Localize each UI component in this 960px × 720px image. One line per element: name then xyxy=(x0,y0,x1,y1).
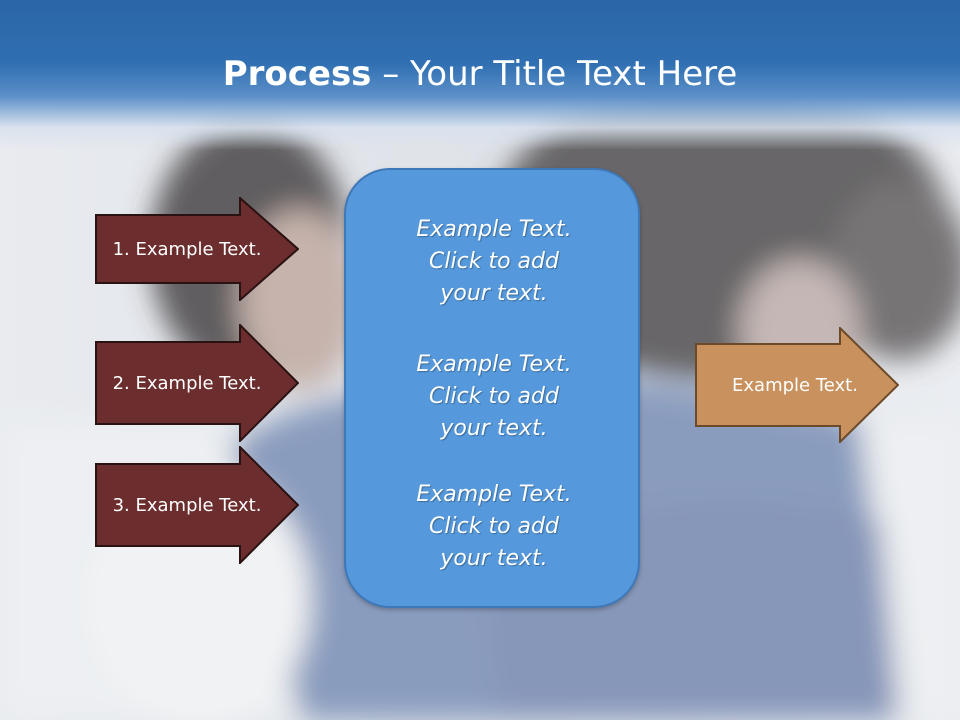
center-paragraph-2: Example Text. Click to add your text. xyxy=(346,349,642,445)
arrow-shape-icon xyxy=(95,324,299,442)
slide-title[interactable]: Process – Your Title Text Here xyxy=(0,50,960,98)
paragraph-line: Click to add xyxy=(429,384,559,409)
center-paragraph-1: Example Text. Click to add your text. xyxy=(346,214,642,310)
arrow-shape-icon xyxy=(695,327,899,443)
paragraph-line: Click to add xyxy=(429,249,559,274)
paragraph-line: Click to add xyxy=(429,514,559,539)
title-band xyxy=(0,0,960,150)
center-text-box[interactable]: Example Text. Click to add your text. Ex… xyxy=(344,168,640,608)
left-arrow-1[interactable]: 1. Example Text. xyxy=(95,197,299,301)
paragraph-line: Example Text. xyxy=(416,217,572,242)
paragraph-line: your text. xyxy=(440,281,548,306)
paragraph-line: your text. xyxy=(440,416,548,441)
paragraph-line: Example Text. xyxy=(416,482,572,507)
arrow-shape-icon xyxy=(95,197,299,301)
arrow-label: 1. Example Text. xyxy=(112,238,262,260)
right-arrow[interactable]: Example Text. xyxy=(695,327,899,443)
arrow-label: 2. Example Text. xyxy=(112,372,262,394)
arrow-label: Example Text. xyxy=(732,374,858,396)
title-bold: Process xyxy=(222,54,372,94)
left-arrow-2[interactable]: 2. Example Text. xyxy=(95,324,299,442)
arrow-label: 3. Example Text. xyxy=(112,494,262,516)
center-paragraph-3: Example Text. Click to add your text. xyxy=(346,479,642,575)
title-rest: – Your Title Text Here xyxy=(371,54,738,94)
left-arrow-3[interactable]: 3. Example Text. xyxy=(95,446,299,564)
paragraph-line: your text. xyxy=(440,546,548,571)
paragraph-line: Example Text. xyxy=(416,352,572,377)
arrow-shape-icon xyxy=(95,446,299,564)
